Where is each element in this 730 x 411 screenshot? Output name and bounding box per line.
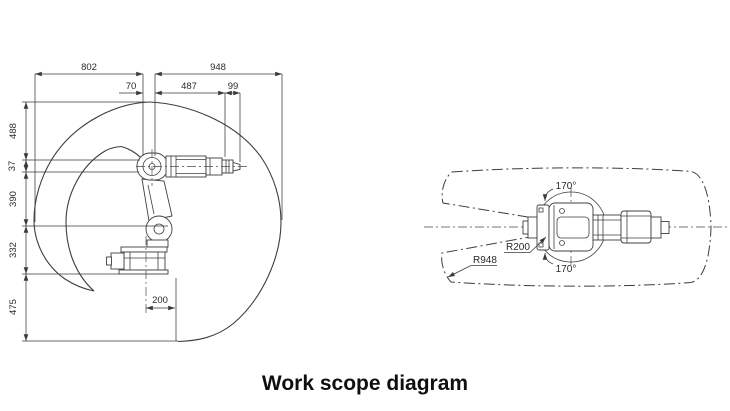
- radius-min-leader: [529, 236, 547, 253]
- side-view: 802 948 70 487 99 488: [7, 62, 283, 343]
- dim-488-label: 488: [8, 123, 19, 139]
- top-arm-segment: [592, 214, 622, 241]
- dim-332-label: 332: [8, 242, 19, 258]
- top-tool-tip: [660, 221, 670, 234]
- dim-99: 99: [225, 81, 240, 96]
- angle-lower-callout: 170°: [542, 252, 577, 275]
- dim-70: 70: [119, 81, 143, 96]
- radius-min-callout: R200: [504, 236, 547, 253]
- top-body-inner: [556, 216, 590, 239]
- dim-475: 475: [8, 274, 29, 341]
- dim-390: 390: [8, 172, 29, 226]
- base-flange: [120, 246, 168, 253]
- base-bottom-plate: [118, 269, 169, 275]
- top-body-bolt-1: [559, 208, 565, 214]
- radius-min-label: R200: [506, 242, 530, 253]
- dim-488: 488: [8, 102, 29, 160]
- radius-max-leader: [447, 265, 472, 278]
- side-view-dimensions: 802 948 70 487 99 488: [7, 62, 283, 341]
- robot-upper-link-seam: [147, 184, 155, 215]
- dim-948-label: 948: [210, 62, 226, 73]
- diagram-drawing: 802 948 70 487 99 488: [7, 62, 729, 343]
- side-view-robot: [106, 149, 248, 316]
- envelope-inner-crescent: [65, 145, 122, 292]
- angle-upper-label: 170°: [556, 181, 577, 192]
- angle-upper-callout: 170°: [542, 181, 577, 202]
- dim-390-label: 390: [8, 191, 19, 207]
- radius-max-callout: R948: [447, 255, 497, 278]
- dim-200-label: 200: [152, 295, 168, 306]
- elbow-joint-circle: [145, 215, 173, 243]
- top-body: [548, 202, 594, 252]
- dim-487-label: 487: [181, 81, 197, 92]
- mount-bolt-top: [538, 207, 544, 213]
- robot-upper-link: [141, 178, 173, 222]
- dim-475-label: 475: [8, 299, 19, 315]
- dim-37: 37: [7, 160, 29, 172]
- elbow-joint-hub: [153, 223, 165, 235]
- top-view: 170° 170° R200 R948: [424, 167, 729, 287]
- radius-max-label: R948: [473, 255, 497, 266]
- base-side-mount: [110, 252, 125, 270]
- robot-tool-tip: [232, 161, 241, 172]
- robot-neck: [146, 239, 169, 248]
- envelope-outer-right-arc: [149, 101, 282, 343]
- angle-lower-label: 170°: [556, 264, 577, 275]
- envelope-outer-left-arc: [33, 101, 151, 292]
- dim-37-label: 37: [7, 161, 18, 172]
- dim-332: 332: [8, 226, 29, 274]
- dim-802-label: 802: [81, 62, 97, 73]
- top-body-bolt-2: [559, 240, 565, 246]
- dim-70-label: 70: [126, 81, 137, 92]
- dim-802: 802: [35, 62, 143, 77]
- top-flange: [650, 216, 662, 239]
- dim-99-label: 99: [228, 81, 239, 92]
- top-view-robot: [522, 202, 670, 252]
- diagram-title: Work scope diagram: [261, 372, 469, 395]
- top-base-tab-1: [527, 216, 538, 239]
- base-side-tab: [106, 256, 112, 266]
- dim-200: 200: [146, 295, 175, 311]
- angle-upper-leader: [542, 188, 554, 202]
- dim-487: 487: [155, 81, 225, 96]
- angle-lower-leader: [542, 252, 554, 265]
- dim-948: 948: [155, 62, 282, 77]
- side-view-envelope: [22, 101, 282, 343]
